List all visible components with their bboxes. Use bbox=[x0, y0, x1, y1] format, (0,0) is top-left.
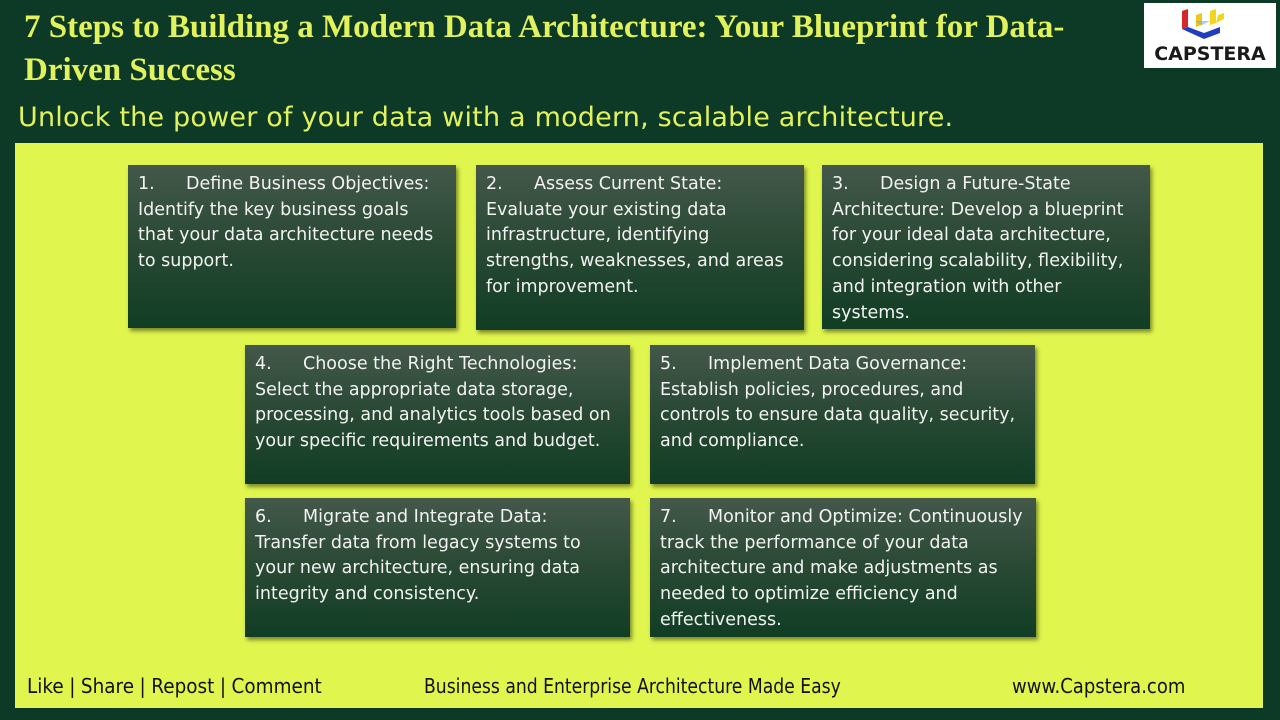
page-subtitle: Unlock the power of your data with a mod… bbox=[18, 102, 954, 133]
separator: | bbox=[139, 674, 146, 698]
like-link[interactable]: Like bbox=[27, 674, 64, 698]
social-actions: Like|Share|Repost|Comment bbox=[27, 674, 322, 698]
step-card-2: 2.Assess Current State: Evaluate your ex… bbox=[476, 165, 804, 330]
comment-link[interactable]: Comment bbox=[231, 674, 322, 698]
capstera-cube-logo-icon bbox=[1182, 9, 1224, 39]
step-text: Design a Future-State Architecture: Deve… bbox=[832, 174, 1124, 323]
step-number: 4. bbox=[255, 354, 272, 374]
step-text: Monitor and Optimize: Continuously track… bbox=[660, 507, 1023, 630]
step-number: 1. bbox=[138, 174, 155, 194]
step-card-5: 5.Implement Data Governance: Establish p… bbox=[650, 345, 1035, 484]
step-card-3: 3.Design a Future-State Architecture: De… bbox=[822, 165, 1150, 329]
separator: | bbox=[219, 674, 227, 698]
step-text: Migrate and Integrate Data: Transfer dat… bbox=[255, 507, 581, 605]
logo-text: CAPSTERA bbox=[1154, 43, 1266, 65]
capstera-logo: CAPSTERA bbox=[1144, 3, 1276, 68]
step-number: 7. bbox=[660, 507, 677, 527]
page-title: 7 Steps to Building a Modern Data Archit… bbox=[24, 9, 1065, 88]
step-number: 2. bbox=[486, 174, 503, 194]
step-text: Assess Current State: Evaluate your exis… bbox=[486, 174, 784, 297]
step-text: Choose the Right Technologies: Select th… bbox=[255, 354, 611, 452]
step-number: 6. bbox=[255, 507, 272, 527]
step-text: Define Business Objectives: Identify the… bbox=[138, 174, 434, 272]
footer-tagline: Business and Enterprise Architecture Mad… bbox=[424, 674, 841, 698]
step-text: Implement Data Governance: Establish pol… bbox=[660, 354, 1016, 452]
step-number: 3. bbox=[832, 174, 849, 194]
share-link[interactable]: Share bbox=[80, 674, 135, 698]
repost-link[interactable]: Repost bbox=[151, 674, 215, 698]
step-card-7: 7.Monitor and Optimize: Continuously tra… bbox=[650, 498, 1036, 637]
step-number: 5. bbox=[660, 354, 677, 374]
step-card-4: 4.Choose the Right Technologies: Select … bbox=[245, 345, 630, 484]
separator: | bbox=[69, 674, 76, 698]
website-link[interactable]: www.Capstera.com bbox=[1012, 674, 1186, 698]
step-card-1: 1.Define Business Objectives: Identify t… bbox=[128, 165, 456, 328]
step-card-6: 6.Migrate and Integrate Data: Transfer d… bbox=[245, 498, 630, 637]
